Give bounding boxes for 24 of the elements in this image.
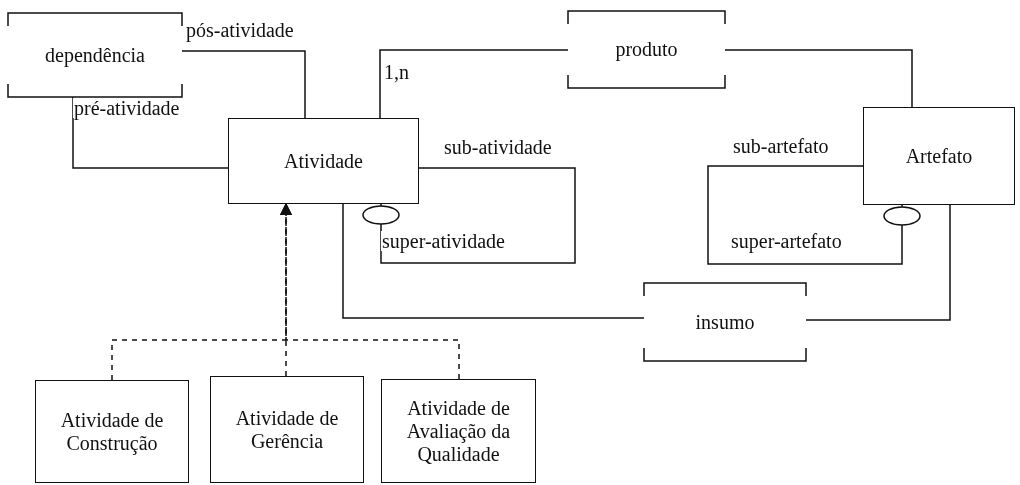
entity-box: Atividade xyxy=(228,118,419,204)
arrow xyxy=(280,203,460,380)
role-label: super-artefato xyxy=(730,231,843,251)
role-label: sub-atividade xyxy=(443,137,553,157)
connector-line xyxy=(724,49,913,108)
entity-box: Atividade de Construção xyxy=(35,380,189,483)
entity-box: Atividade de Gerência xyxy=(210,376,364,483)
relationship-bracket-box: dependência xyxy=(8,13,182,97)
edge-label: pré-atividade xyxy=(73,98,181,118)
connector-line xyxy=(707,165,921,265)
connector-line xyxy=(379,49,569,119)
entity-box: Atividade de Avaliação da Qualidade xyxy=(381,379,536,483)
edge-label: pós-atividade xyxy=(185,20,295,40)
relationship-bracket-box: produto xyxy=(568,11,725,88)
role-label: sub-artefato xyxy=(732,136,830,156)
entity-box: Artefato xyxy=(863,107,1015,205)
connector-line xyxy=(362,167,576,264)
connector-line xyxy=(805,204,951,321)
edge-label: 1,n xyxy=(383,62,410,82)
role-label: super-atividade xyxy=(381,231,506,251)
connector-line xyxy=(181,50,306,119)
relationship-bracket-box: insumo xyxy=(644,283,806,361)
connector-line xyxy=(342,203,645,319)
connector-line xyxy=(72,96,229,169)
